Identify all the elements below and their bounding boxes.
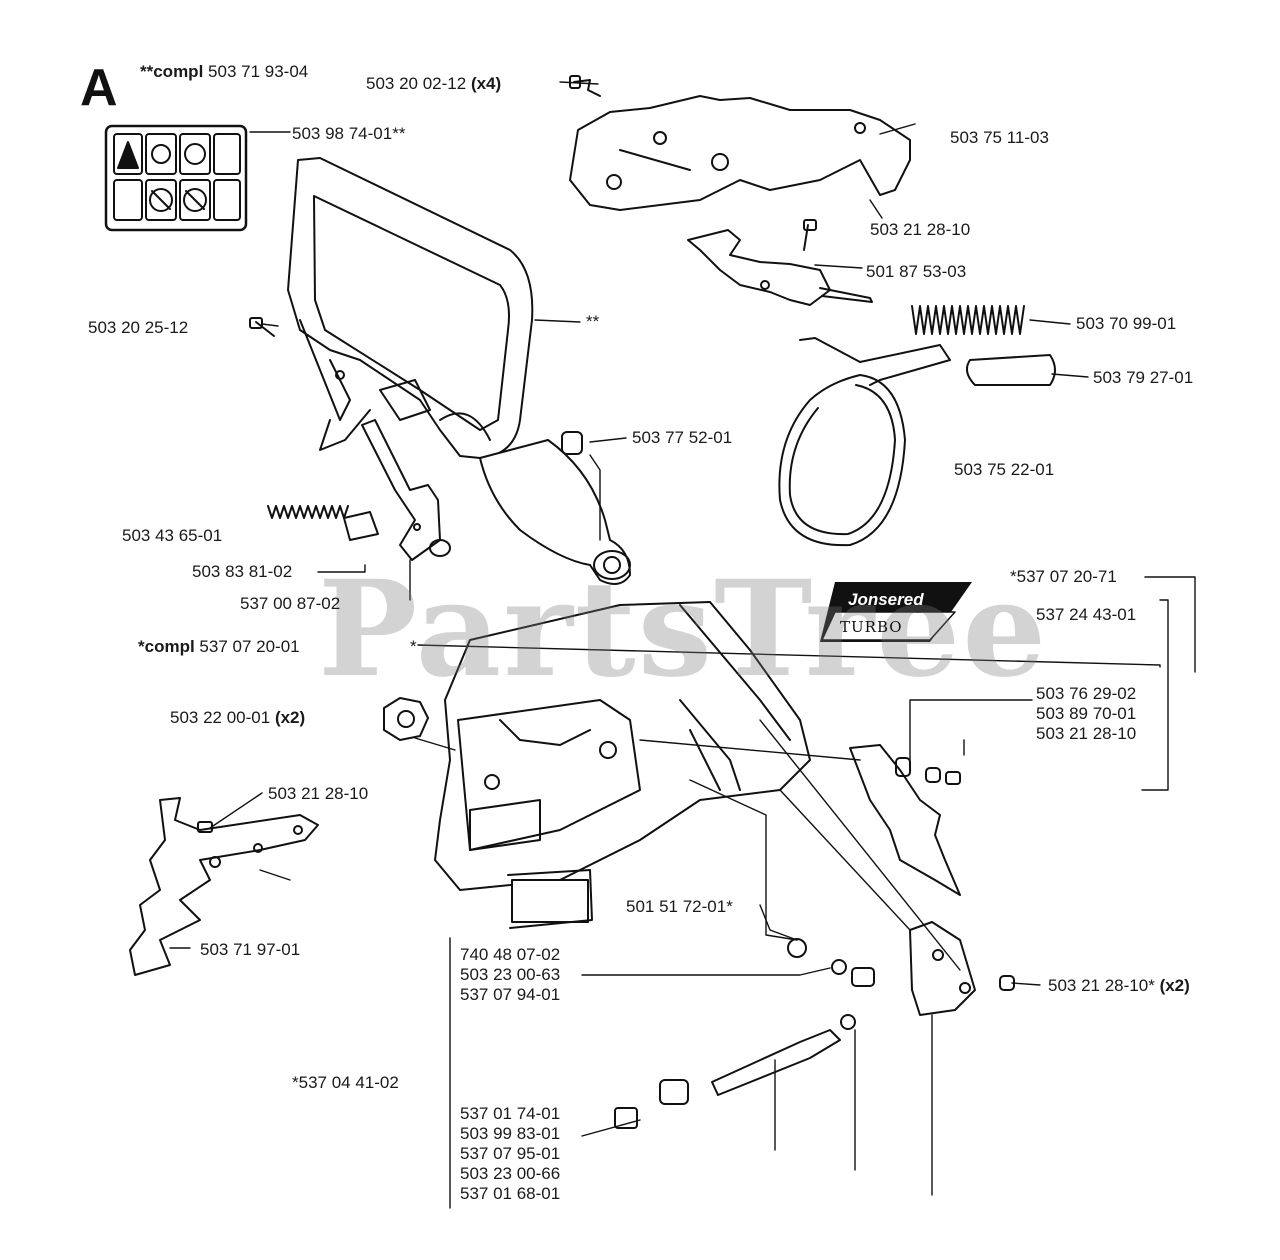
label-star: *: [410, 637, 417, 656]
block: [343, 511, 379, 541]
label-double-star: **: [586, 312, 600, 331]
chain-catcher: [849, 744, 961, 896]
label-screw-x4: 503 20 02-12 (x4): [366, 74, 502, 93]
label-group-right: 503 76 29-02 503 89 70-01 503 21 28-10: [1036, 684, 1137, 743]
label-cover-top: 503 75 11-03: [950, 128, 1049, 147]
label-compl-mid: *compl 537 07 20-01: [138, 637, 300, 656]
hand-guard: [287, 157, 534, 459]
label-group-mid: 740 48 07-02 503 23 00-63 537 07 94-01: [460, 945, 561, 1004]
small-spring: [267, 505, 349, 519]
label-pin: 503 79 27-01: [1093, 368, 1194, 387]
label-group-bottom: 537 01 74-01 503 99 83-01 537 07 95-01 5…: [460, 1104, 561, 1203]
warning-decal: [104, 124, 248, 232]
handle-boot: [479, 431, 631, 585]
label-decal: 503 98 74-01**: [292, 124, 406, 143]
label-washer: 501 51 72-01*: [626, 897, 733, 916]
pin: [965, 354, 1056, 386]
label-screw-left: 503 20 25-12: [88, 318, 189, 337]
label-spring: 503 70 99-01: [1076, 314, 1177, 333]
clutch-cover-top: [569, 95, 911, 211]
leader-lines: [169, 81, 1196, 1209]
label-screw-bumper: 503 21 28-10: [268, 784, 369, 803]
label-screw-top: 503 21 28-10: [870, 220, 971, 239]
label-block: 503 83 81-02: [192, 562, 293, 581]
screws: [249, 75, 817, 337]
label-tensioner-kit: *537 04 41-02: [292, 1073, 399, 1092]
label-clutch-a: 537 24 43-01: [1036, 605, 1137, 624]
brake-lever: [361, 419, 451, 561]
watermark: PartsTree: [318, 552, 1049, 707]
label-bumper: 503 71 97-01: [200, 940, 301, 959]
label-screw-x2: 503 21 28-10* (x2): [1048, 976, 1190, 995]
section-letter: A: [80, 59, 118, 117]
brand-model: TURBO: [840, 618, 903, 636]
label-band: 503 75 22-01: [954, 460, 1055, 479]
label-compl-top: **compl 503 71 93-04: [140, 62, 309, 81]
label-nut-x2: 503 22 00-01 (x2): [170, 708, 306, 727]
label-bushing: 503 77 52-01: [632, 428, 733, 447]
nut: [383, 697, 429, 741]
clutch-cover-main: [434, 601, 811, 891]
label-clutch-star: *537 07 20-71: [1010, 567, 1117, 586]
brake-spring: [911, 305, 1025, 335]
brake-band: [778, 337, 951, 547]
chain-tensioner: [507, 869, 1015, 1129]
brand-name: Jonsered: [848, 590, 924, 609]
label-spring-small: 503 43 65-01: [122, 526, 223, 545]
label-trigger: 537 00 87-02: [240, 594, 341, 613]
brake-link: [687, 229, 873, 306]
label-lever: 501 87 53-03: [866, 262, 967, 281]
